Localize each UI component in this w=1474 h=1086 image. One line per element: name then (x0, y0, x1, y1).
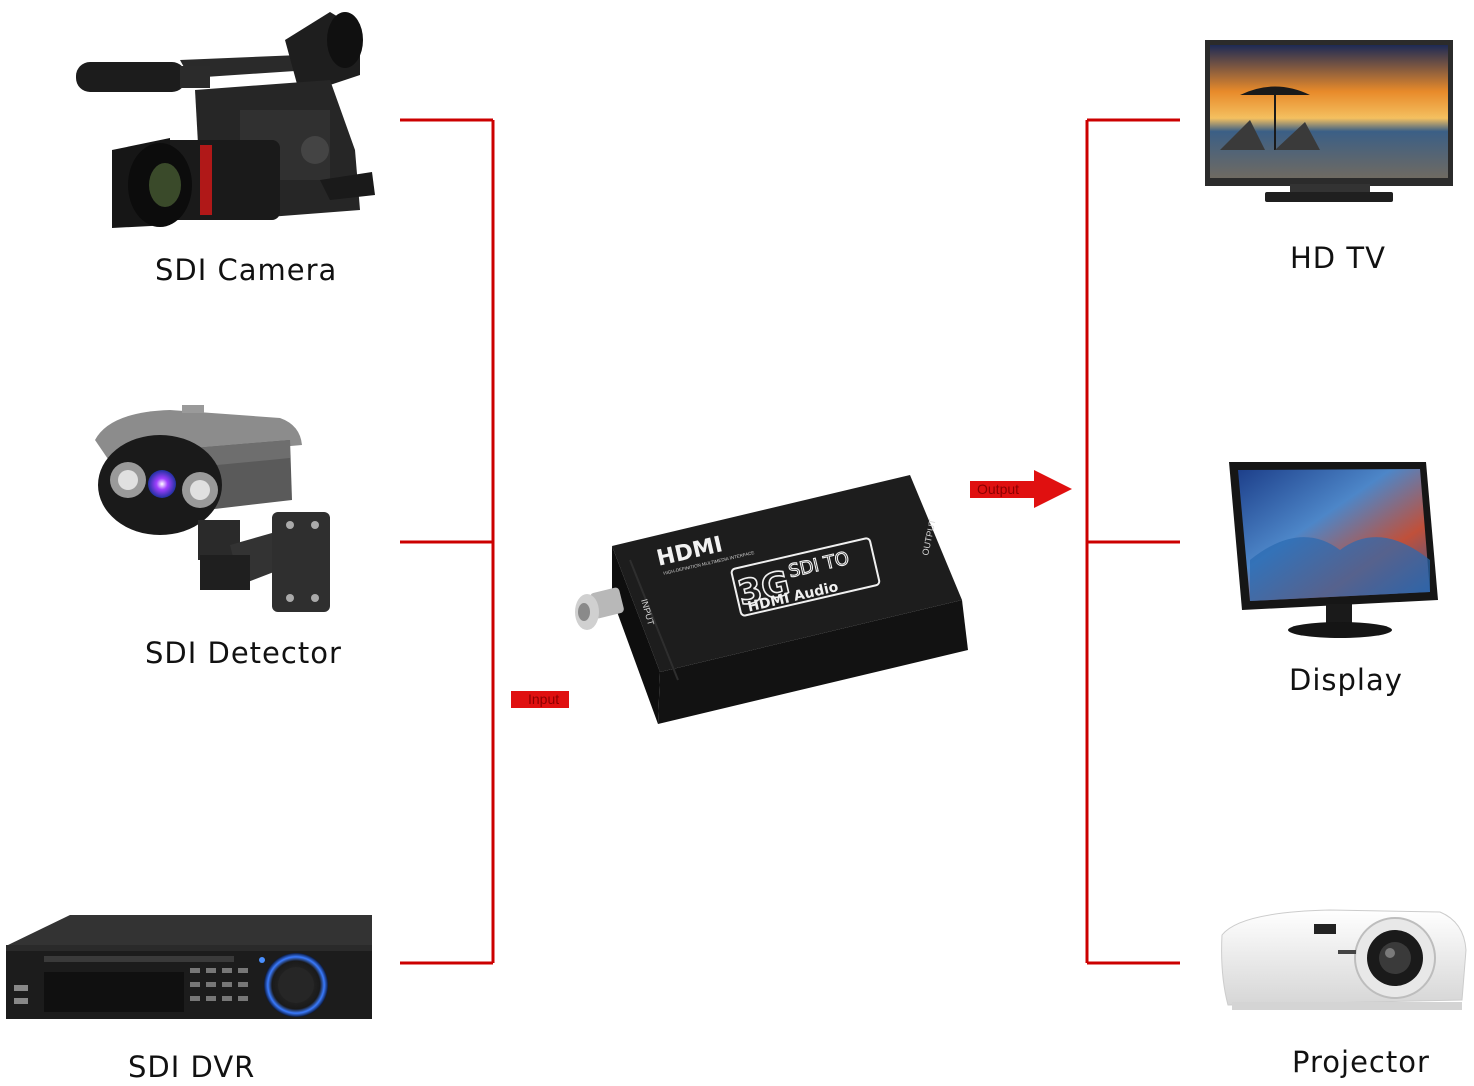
output-arrow-shaft (970, 481, 1036, 498)
display-label: Display (1289, 663, 1403, 697)
input-tag-box (511, 691, 569, 708)
tv-icon (1205, 40, 1453, 202)
sdi-to-hdmi-converter: HDMI HIGH-DEFINITION MULTIMEDIA INTERFAC… (575, 475, 968, 724)
hd-tv-label: HD TV (1290, 241, 1386, 275)
output-tag-label: Output (977, 481, 1019, 497)
dvr-recorder-icon (6, 915, 372, 1019)
converter-top-face (612, 475, 962, 672)
input-connector-lines (400, 118, 495, 965)
converter-side-face (658, 600, 968, 724)
sdi-detector-label: SDI Detector (145, 636, 342, 670)
input-tag-label: Input (528, 691, 559, 707)
bnc-input-connector (575, 587, 624, 630)
sdi-camera-label: SDI Camera (155, 253, 337, 287)
monitor-icon (1229, 462, 1438, 638)
converter-input-face (612, 546, 660, 724)
output-connector-lines (1085, 118, 1180, 965)
output-arrow: Output (970, 470, 1072, 508)
projector-label: Projector (1292, 1045, 1430, 1079)
cctv-camera-icon (95, 405, 330, 612)
input-tag: Input (511, 691, 569, 708)
sdi-dvr-label: SDI DVR (128, 1050, 255, 1084)
camcorder-icon (76, 12, 375, 228)
projector-icon (1221, 909, 1467, 1010)
output-arrow-head (1034, 470, 1072, 508)
